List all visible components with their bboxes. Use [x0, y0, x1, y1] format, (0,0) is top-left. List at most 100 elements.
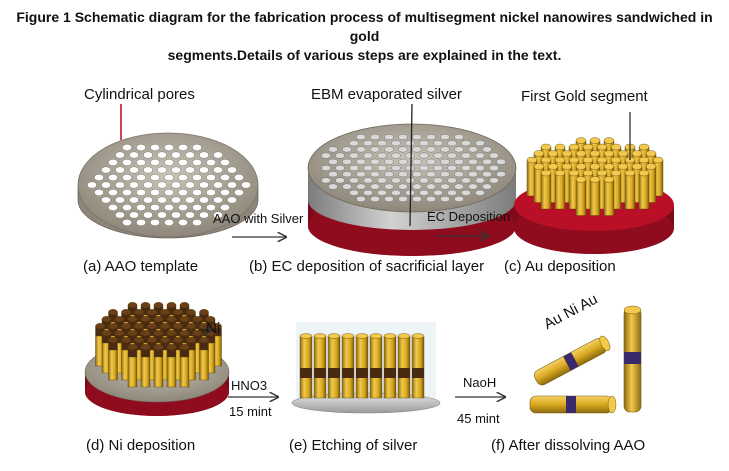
rod-cap — [127, 302, 138, 308]
pore — [171, 196, 181, 204]
au-ni-nanowire — [179, 344, 190, 388]
au-ni-nanowire-array — [95, 302, 222, 388]
pore — [171, 151, 181, 159]
arrow-label-hno3: HNO3 — [231, 378, 268, 393]
filled-pore — [370, 171, 380, 178]
pore — [185, 151, 195, 159]
filled-pore — [412, 146, 422, 153]
rod-cap — [153, 344, 164, 350]
filled-pore — [342, 183, 352, 190]
filled-pore — [475, 152, 485, 159]
filled-pore — [440, 158, 450, 165]
pore — [213, 151, 223, 159]
panel-b-silver-coated-aao — [307, 103, 517, 256]
rod-cap — [533, 150, 545, 157]
pore — [150, 144, 160, 151]
filled-pore — [342, 158, 352, 165]
filled-pore — [447, 140, 457, 147]
filled-pore — [370, 146, 380, 153]
pore — [171, 166, 181, 174]
nanowire — [355, 333, 369, 399]
label-ni: Ni — [206, 320, 221, 337]
rod-cap — [596, 169, 608, 177]
pore — [108, 174, 118, 181]
filled-pore — [433, 140, 443, 147]
arrow-label-45-mint: 45 mint — [457, 411, 500, 426]
pore — [122, 159, 132, 166]
pore — [213, 181, 223, 189]
rod-cap — [568, 156, 580, 164]
rod-cap — [645, 150, 657, 157]
filled-pore — [356, 171, 366, 178]
rod-cap — [313, 333, 327, 339]
filled-pore — [377, 140, 387, 147]
pore — [87, 181, 97, 189]
filled-pore — [405, 164, 415, 172]
rod-cap — [638, 143, 650, 151]
filled-pore — [349, 164, 359, 172]
rod-cap — [186, 337, 196, 343]
figure-title-line-1: Figure 1 Schematic diagram for the fabri… — [16, 9, 713, 44]
rod-cap — [355, 333, 369, 339]
rod-cap — [582, 156, 594, 164]
filled-pore — [377, 177, 387, 184]
pore — [157, 151, 167, 159]
rod-segment — [153, 356, 164, 388]
filled-pore — [412, 171, 422, 178]
filled-pore — [482, 158, 492, 165]
filled-pore — [398, 158, 408, 165]
pore — [143, 211, 153, 219]
rod-cap — [160, 309, 170, 315]
panel-a-aao-template — [77, 104, 259, 239]
caption-c: (c) Au deposition — [504, 258, 616, 275]
rod-cap — [341, 333, 355, 339]
filled-pore — [454, 146, 464, 153]
rod-cap — [589, 176, 601, 183]
filled-pore — [384, 146, 394, 153]
caption-d: (d) Ni deposition — [86, 437, 196, 454]
pore — [192, 189, 202, 196]
rod-cap — [160, 337, 170, 343]
ni-segment — [370, 368, 382, 378]
pore — [199, 151, 209, 159]
gold-nanowire — [554, 169, 566, 210]
pore — [206, 174, 216, 181]
rod-cap — [186, 323, 196, 329]
rod-cap — [540, 169, 552, 177]
au-segment — [327, 335, 341, 399]
panel-c-au-deposition — [514, 112, 674, 254]
rod-cap — [299, 333, 313, 339]
ni-segment — [328, 368, 340, 378]
rod-cap — [540, 143, 552, 151]
rod-segment — [199, 349, 209, 381]
filled-pore — [321, 177, 331, 184]
rod-cap — [575, 176, 587, 183]
rod-cap — [547, 163, 559, 170]
rod-cap — [561, 163, 573, 170]
rod-cap — [173, 323, 183, 329]
filled-pore — [384, 133, 394, 141]
pore — [122, 144, 132, 151]
gold-nanowire — [610, 169, 622, 210]
figure-title-line-2: segments.Details of various steps are ex… — [167, 47, 562, 63]
filled-pore — [377, 164, 387, 172]
nanowire — [327, 333, 341, 399]
rod-segment — [575, 179, 587, 216]
au-segment — [355, 335, 369, 399]
pore — [136, 219, 146, 226]
filled-pore — [349, 140, 359, 147]
filled-pore — [433, 152, 443, 159]
pore — [192, 219, 202, 226]
rod-cap — [153, 316, 164, 322]
filled-pore — [384, 183, 394, 190]
pore — [122, 174, 132, 181]
pore — [220, 159, 230, 166]
filled-pore — [370, 195, 380, 203]
filled-pore — [405, 140, 415, 147]
rod-cap — [610, 169, 622, 177]
caption-f: (f) After dissolving AAO — [491, 437, 646, 454]
filled-pore — [475, 140, 485, 147]
pore — [227, 181, 237, 189]
au-segment — [383, 335, 397, 399]
rod-cap — [121, 309, 131, 315]
